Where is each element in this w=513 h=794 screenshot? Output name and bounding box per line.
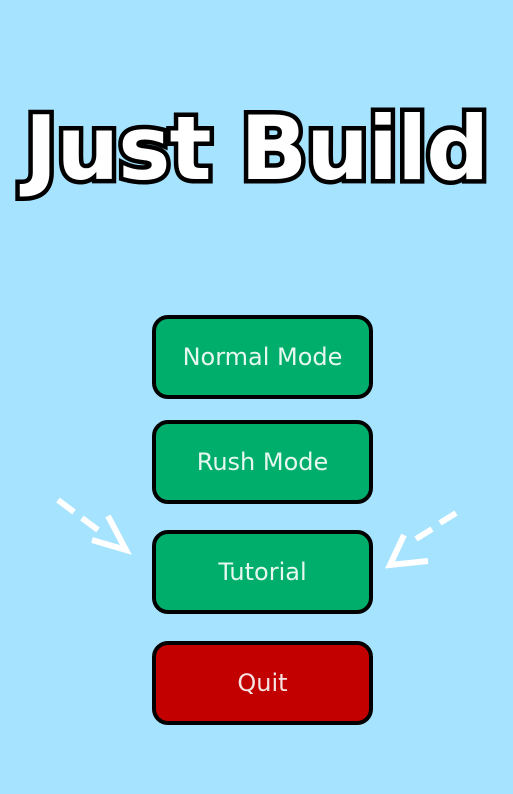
rush-mode-button[interactable]: Rush Mode [152,420,373,504]
normal-mode-button[interactable]: Normal Mode [152,315,373,399]
game-title: Just Build [20,93,494,205]
dashed-arrow-down-left-icon [385,510,458,569]
quit-button[interactable]: Quit [152,641,373,725]
tutorial-button[interactable]: Tutorial [152,530,373,614]
dashed-arrow-down-right-icon [56,497,132,555]
